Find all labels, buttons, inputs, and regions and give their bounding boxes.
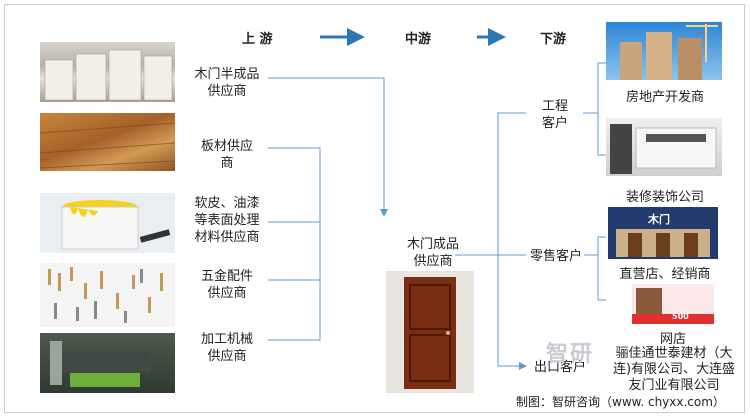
- watermark-logo: 智研: [546, 342, 595, 367]
- promo-price: 500: [672, 312, 689, 321]
- semi-door-supplier-label: 木门半成品 供应商: [186, 66, 268, 100]
- label-line: 供应商: [413, 254, 453, 269]
- label-line: 工程: [541, 99, 568, 114]
- label-line: 五金配件: [200, 269, 253, 284]
- label-line: 木门半成品: [194, 67, 260, 82]
- real-estate-developer-label: 房地产开发商: [625, 90, 704, 105]
- label-line: 商: [220, 156, 234, 171]
- label-line: 供应商: [207, 286, 247, 301]
- decoration-company-image: [606, 118, 722, 176]
- store-sign-text: 木门: [648, 213, 670, 226]
- label-line: 骊佳通世泰建材（大: [615, 346, 733, 361]
- label-line: 木门成品: [406, 237, 459, 252]
- label-line: 客户: [541, 116, 568, 131]
- decoration-company-label: 装修装饰公司: [625, 190, 704, 205]
- export-company-label: 骊佳通世泰建材（大 连)有限公司、大连盛 友门业有限公司: [604, 346, 744, 394]
- label-line: 板材供应: [200, 139, 253, 154]
- direct-store-dealer-label: 直营店、经销商: [619, 267, 711, 282]
- export-customer-label: 出口客户: [533, 360, 586, 375]
- label-line: 软皮、油漆: [194, 196, 260, 211]
- machinery-image: [40, 333, 175, 393]
- engineering-customer-label: 工程 客户: [527, 98, 583, 132]
- real-estate-building-image: [606, 22, 722, 80]
- label-line: 连)有限公司、大连盛: [612, 362, 736, 377]
- board-image: [40, 113, 175, 171]
- machinery-supplier-label: 加工机械 供应商: [186, 331, 268, 365]
- retail-store-image: 木门: [608, 207, 718, 259]
- label-line: 供应商: [207, 84, 247, 99]
- header-upstream: 上 游: [242, 32, 273, 47]
- label-line: 供应商: [207, 349, 247, 364]
- semi-door-stack-image: [40, 42, 175, 102]
- retail-customer-label: 零售客户: [529, 249, 582, 264]
- surface-material-supplier-label: 软皮、油漆 等表面处理 材料供应商: [184, 195, 270, 246]
- diagram-frame: [4, 4, 745, 413]
- footer-source: 制图：智研咨询（www. chyxx.com）: [516, 395, 725, 409]
- label-line: 加工机械: [200, 332, 253, 347]
- hardware-supplier-label: 五金配件 供应商: [186, 268, 268, 302]
- paint-bucket-image: [40, 193, 175, 253]
- door-product-supplier-label: 木门成品 供应商: [395, 236, 471, 270]
- label-line: 等表面处理: [194, 213, 260, 228]
- label-line: 友门业有限公司: [628, 378, 720, 393]
- header-downstream: 下游: [540, 32, 567, 47]
- label-line: 材料供应商: [194, 230, 260, 245]
- wooden-door-image: [386, 271, 474, 393]
- online-shop-image: 500: [632, 284, 714, 324]
- hardware-image: [40, 263, 175, 327]
- online-shop-label: 网店: [659, 332, 686, 347]
- header-midstream: 中游: [405, 32, 432, 47]
- board-supplier-label: 板材供应 商: [186, 138, 268, 172]
